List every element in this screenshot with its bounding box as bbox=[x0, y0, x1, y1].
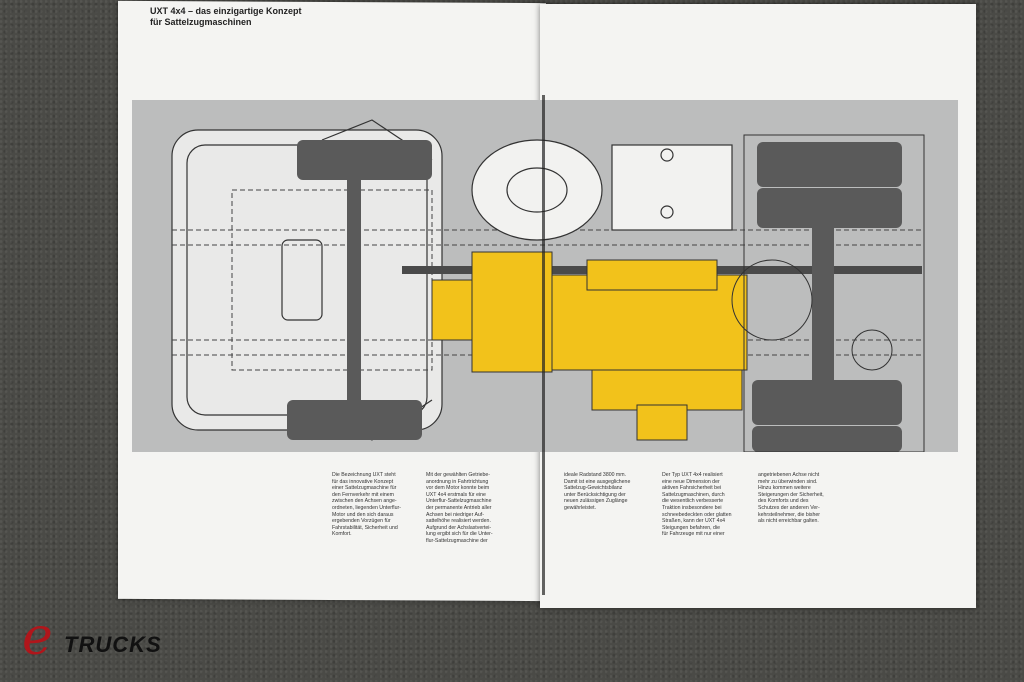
engine-block bbox=[431, 251, 748, 441]
text-column-1: Die Bezeichnung UXT steht für das innova… bbox=[332, 472, 401, 538]
brochure-title: UXT 4x4 – das einzigartige Konzept für S… bbox=[150, 6, 302, 27]
chassis-diagram bbox=[171, 119, 925, 452]
page-gutter bbox=[542, 95, 545, 595]
watermark-logo: e TRUCKS bbox=[22, 608, 222, 668]
fuel-tank bbox=[611, 144, 733, 231]
text-column-2: Mit der gewählten Getriebe- anordnung in… bbox=[426, 472, 493, 544]
front-axle bbox=[287, 140, 432, 440]
text-column-3: ideale Radstand 3800 mm. Damit ist eine … bbox=[564, 472, 631, 511]
logo-text: TRUCKS bbox=[64, 632, 162, 657]
spare-wheel bbox=[471, 139, 603, 241]
rear-axle bbox=[743, 134, 925, 452]
logo-letter: e bbox=[22, 607, 53, 667]
text-column-5: angetriebenen Achse nicht mehr zu überwi… bbox=[758, 472, 824, 525]
rear-differential bbox=[731, 259, 893, 371]
text-column-4: Der Typ UXT 4x4 realisiert eine neue Dim… bbox=[662, 472, 732, 538]
